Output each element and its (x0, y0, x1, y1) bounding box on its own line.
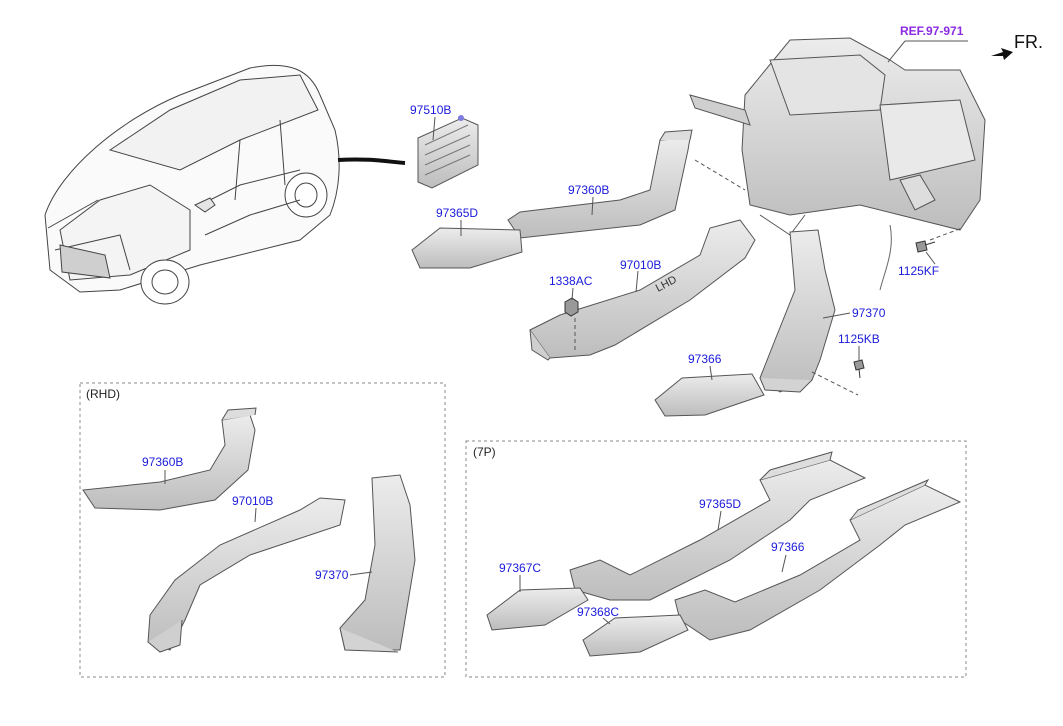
rhd-part-97360b (82, 407, 257, 511)
7p-leader-lines (519, 510, 787, 625)
rhd-leader-lines (164, 470, 373, 576)
part-label-1338ac[interactable]: 1338AC (549, 274, 593, 288)
section-label-rhd: (RHD) (86, 387, 120, 401)
ref-leader (887, 40, 968, 63)
7p-part-97368c (582, 614, 689, 657)
pointer-line (337, 157, 406, 165)
7p-part-97366 (674, 478, 962, 641)
part-97010b: LHD (529, 219, 756, 361)
part-label-1125kb[interactable]: 1125KB (838, 332, 880, 346)
7p-label-97366[interactable]: 97366 (771, 540, 805, 554)
fastener-1125kb (853, 359, 865, 379)
part-97510b (417, 115, 479, 189)
part-97365d (411, 227, 523, 269)
7p-label-97368c[interactable]: 97368C (577, 605, 620, 619)
leader-lines (432, 116, 963, 396)
front-direction-label: FR. (1014, 32, 1043, 52)
vehicle-illustration (44, 64, 340, 305)
section-label-7p: (7P) (473, 445, 496, 459)
rhd-part-97010b (147, 497, 346, 653)
7p-frame (465, 440, 967, 678)
rhd-frame (79, 382, 446, 678)
rhd-label-97010b[interactable]: 97010B (232, 494, 274, 508)
part-label-97365d[interactable]: 97365D (436, 206, 479, 220)
part-label-97366[interactable]: 97366 (688, 352, 722, 366)
part-97366 (654, 373, 765, 417)
reference-link[interactable]: REF.97-971 (900, 24, 964, 38)
part-97370 (759, 229, 836, 393)
rhd-part-97370 (339, 474, 416, 653)
7p-part-97365d (569, 451, 867, 601)
front-arrow-icon (991, 48, 1013, 60)
fastener-1125kf (915, 240, 936, 253)
rhd-label-97360b[interactable]: 97360B (142, 455, 184, 469)
part-label-97360b[interactable]: 97360B (568, 183, 610, 197)
part-label-97370[interactable]: 97370 (852, 306, 886, 320)
part-label-97010b[interactable]: 97010B (620, 258, 662, 272)
part-97360b (507, 129, 693, 239)
fastener-1338ac (564, 297, 579, 317)
7p-part-97367c (486, 587, 589, 631)
part-label-97510b[interactable]: 97510B (410, 103, 452, 117)
7p-label-97367c[interactable]: 97367C (499, 561, 542, 575)
rhd-label-97370[interactable]: 97370 (315, 568, 349, 582)
7p-label-97365d[interactable]: 97365D (699, 497, 742, 511)
part-label-1125kf[interactable]: 1125KF (898, 264, 940, 278)
heater-unit (689, 37, 986, 291)
